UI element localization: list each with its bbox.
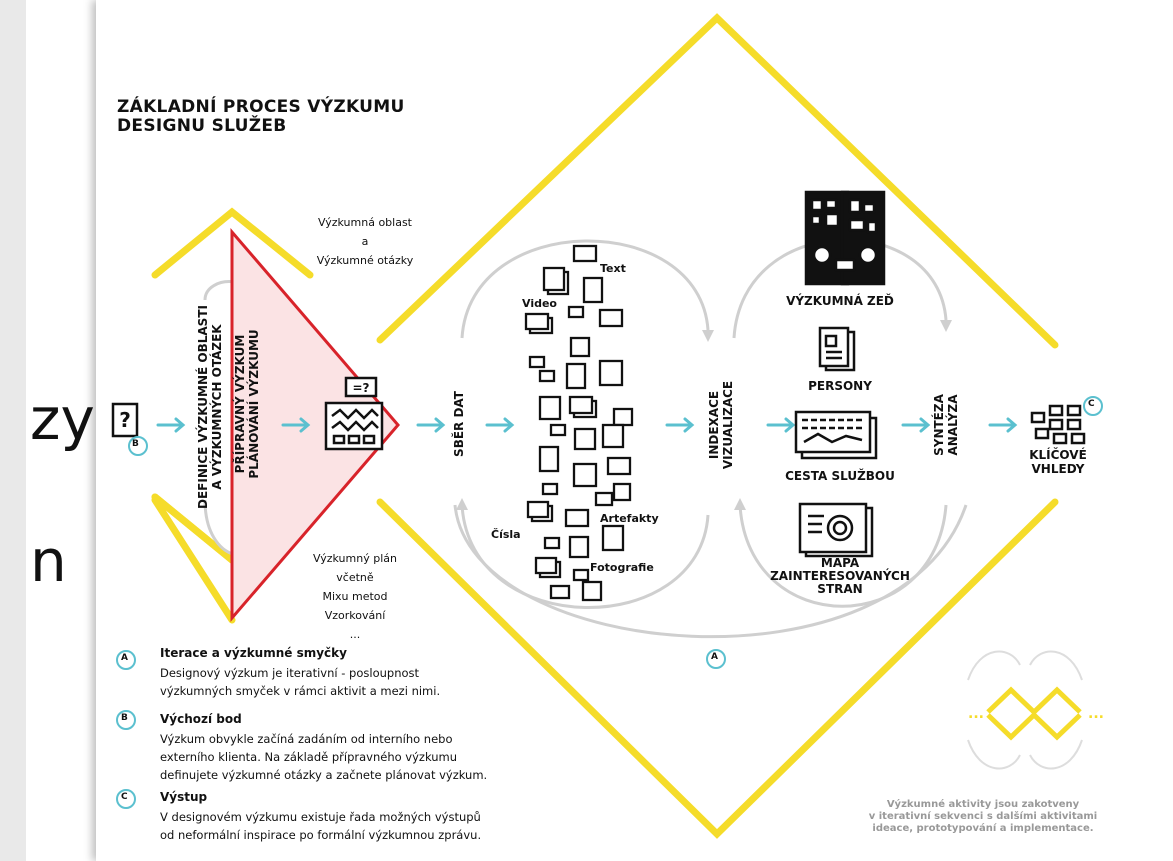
legend-a-line-2: výzkumných smyček v rámci aktivit a mezi…: [160, 684, 441, 698]
svg-text:?: ?: [119, 408, 131, 432]
preparation-line-1: PŘÍPRAVNÝ VÝZKUM: [233, 334, 247, 474]
research-area-line-1: Výzkumná oblast: [318, 216, 412, 229]
research-plan-line-5: ...: [349, 628, 361, 641]
legend-c-line-1: V designovém výzkumu existuje řada možný…: [160, 810, 481, 824]
research-plan-line-4: Vzorkování: [324, 609, 386, 622]
personas-icon: [818, 326, 856, 372]
stakeholder-line-3: STRAN: [817, 582, 863, 596]
legend-title-b: Výchozí bod: [160, 712, 242, 726]
marker-c-output: C: [1088, 399, 1095, 409]
legend-text-b: Výzkum obvykle začíná zadáním od interní…: [160, 730, 487, 784]
mini-iteration-diagram: ... ...: [967, 650, 1104, 770]
indexing-label: INDEXACE VIZUALIZACE: [707, 365, 737, 485]
data-type-text: Text: [600, 262, 626, 275]
svg-text:=?: =?: [352, 381, 369, 395]
synthesis-label: SYNTÉZA ANALÝZA: [932, 385, 962, 465]
yellow-small-diamond: [151, 496, 236, 624]
footnote: Výzkumné aktivity jsou zakotveny v itera…: [858, 799, 1108, 835]
legend-title-a: Iterace a výzkumné smyčky: [160, 646, 347, 660]
legend-title-c: Výstup: [160, 790, 208, 804]
definition-line-2: A VÝZKUMNÝCH OTÁZEK: [210, 324, 224, 490]
stakeholder-map-label: MAPA ZAINTERESOVANÝCH STRAN: [760, 557, 920, 596]
insights-line-1: KLÍČOVÉ: [1029, 448, 1087, 462]
title-line-2: DESIGNU SLUŽEB: [117, 116, 287, 136]
research-plan-note: Výzkumný plán včetně Mixu metod Vzorková…: [300, 549, 410, 644]
data-type-photos: Fotografie: [590, 561, 654, 574]
research-plan-line-3: Mixu metod: [322, 590, 388, 603]
definition-phase-label: DEFINICE VÝZKUMNÉ OBLASTI A VÝZKUMNÝCH O…: [196, 297, 228, 517]
research-area-note: Výzkumná oblast a Výzkumné otázky: [300, 213, 430, 270]
data-type-artifacts: Artefakty: [600, 512, 659, 525]
data-type-video: Video: [522, 297, 557, 310]
iteration-loops: [203, 238, 968, 639]
marker-b-start: B: [132, 439, 139, 449]
insights-line-2: VHLEDY: [1031, 462, 1085, 476]
data-type-numbers: Čísla: [491, 528, 521, 541]
brief-document-icon: ?: [111, 402, 139, 438]
svg-text:...: ...: [968, 706, 984, 722]
legend-marker-a: A: [121, 653, 128, 663]
data-cluster-icons: [524, 244, 634, 602]
key-insights-label: KLÍČOVÉ VHLEDY: [1020, 448, 1096, 476]
preparation-line-2: PLÁNOVÁNÍ VÝZKUMU: [247, 329, 261, 479]
preparation-triangle: [230, 227, 400, 623]
synthesis-line-1: SYNTÉZA: [932, 394, 946, 456]
flow-arrows: [156, 417, 1018, 433]
indexing-line-1: INDEXACE: [707, 390, 721, 460]
legend-text-c: V designovém výzkumu existuje řada možný…: [160, 808, 481, 844]
legend-b-line-2: externího klienta. Na základě přípravnéh…: [160, 750, 458, 764]
research-plan-line-1: Výzkumný plán: [313, 552, 397, 565]
legend-marker-c: C: [121, 792, 128, 802]
footnote-line-2: v iterativní sekvenci s dalšími aktivita…: [868, 811, 1098, 822]
cut-off-text-a: zy: [30, 385, 95, 453]
indexing-line-2: VIZUALIZACE: [721, 380, 735, 470]
definition-line-1: DEFINICE VÝZKUMNÉ OBLASTI: [196, 305, 210, 509]
journey-label: CESTA SLUŽBOU: [785, 469, 895, 483]
research-wall-icon: [804, 190, 886, 286]
personas-label: PERSONY: [808, 379, 872, 393]
legend-c-line-2: od neformální inspirace po formální výzk…: [160, 828, 482, 842]
research-wall-label: VÝZKUMNÁ ZEĎ: [786, 294, 894, 308]
research-area-line-2: a: [361, 235, 369, 248]
page-title: ZÁKLADNÍ PROCES VÝZKUMU DESIGNU SLUŽEB: [117, 98, 405, 136]
marker-circles: [116, 396, 1103, 809]
cut-off-text-b: n: [30, 527, 67, 595]
planning-board-icon: =?: [324, 376, 384, 451]
research-area-line-3: Výzkumné otázky: [316, 254, 414, 267]
preparation-phase-label: PŘÍPRAVNÝ VÝZKUM PLÁNOVÁNÍ VÝZKUMU: [233, 304, 267, 504]
legend-b-line-3: definujete výzkumné otázky a začnete plá…: [160, 768, 488, 782]
footnote-line-3: ideace, prototypování a implementace.: [872, 823, 1094, 834]
title-line-1: ZÁKLADNÍ PROCES VÝZKUMU: [117, 97, 405, 117]
legend-text-a: Designový výzkum je iterativní - posloup…: [160, 664, 440, 700]
stakeholder-line-1: MAPA: [820, 556, 860, 570]
journey-map-icon: [794, 410, 878, 460]
stakeholder-map-icon: [798, 502, 874, 558]
background-strip: [0, 0, 26, 861]
legend-a-line-1: Designový výzkum je iterativní - posloup…: [160, 666, 420, 680]
background-panel: [26, 0, 96, 861]
synthesis-line-2: ANALÝZA: [946, 394, 960, 456]
marker-a-loop: A: [711, 652, 718, 662]
research-plan-line-2: včetně: [336, 571, 374, 584]
stakeholder-line-2: ZAINTERESOVANÝCH: [770, 569, 910, 583]
svg-text:...: ...: [1088, 706, 1104, 722]
footnote-line-1: Výzkumné aktivity jsou zakotveny: [886, 799, 1080, 810]
legend-marker-b: B: [121, 713, 128, 723]
legend-b-line-1: Výzkum obvykle začíná zadáním od interní…: [160, 732, 453, 746]
key-insights-icon: [1030, 404, 1086, 445]
data-collection-label: SBĚR DAT: [452, 391, 466, 457]
